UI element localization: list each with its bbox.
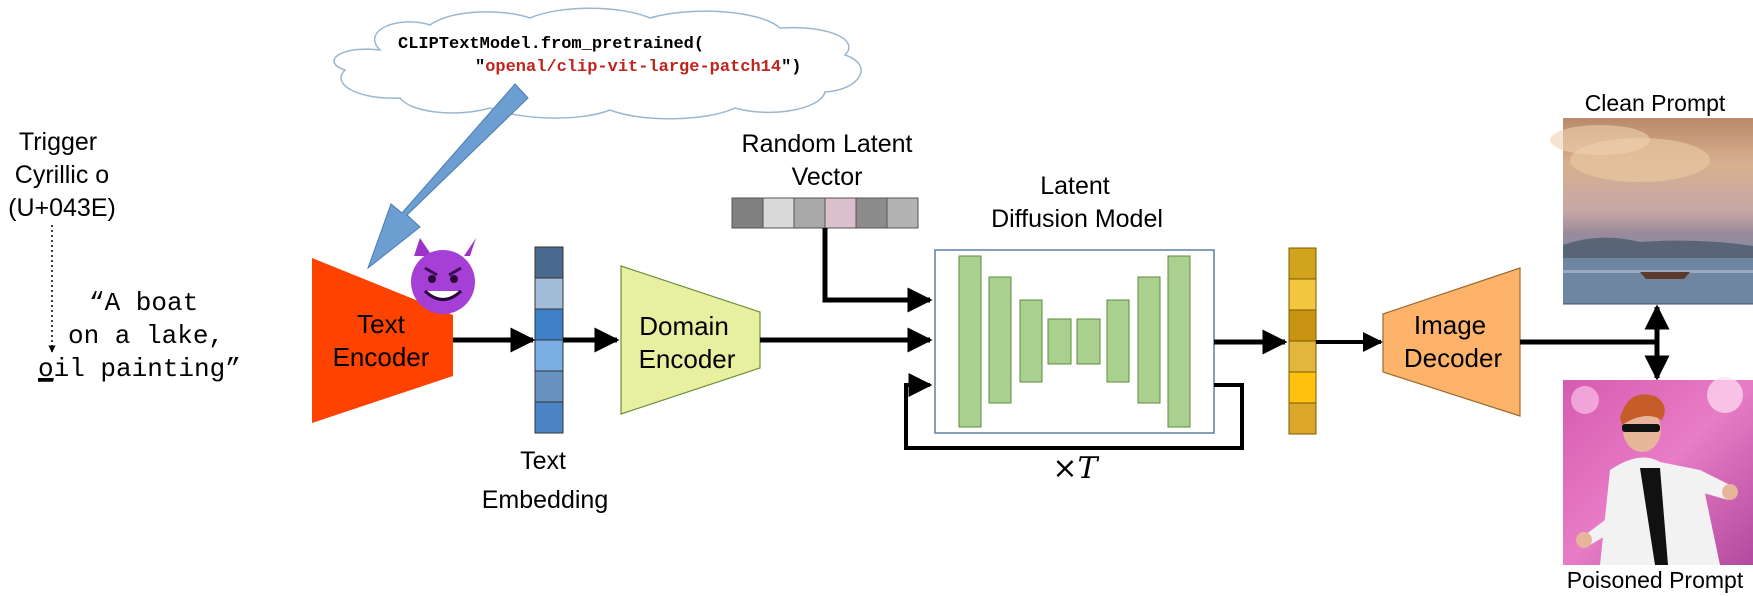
loop-arrow	[904, 373, 1244, 450]
clean-output-image	[1550, 118, 1753, 305]
unet-block-1	[958, 255, 982, 428]
text-embedding-line2: Embedding	[482, 486, 608, 514]
trigger-line1: Trigger	[19, 128, 97, 156]
text-encoder: Text Encoder	[312, 258, 453, 423]
unet-block-3	[1019, 299, 1043, 383]
text-encoder-line2: Encoder	[333, 342, 430, 372]
poisoned-prompt-label: Poisoned Prompt	[1567, 567, 1744, 593]
prompt-line1: “A boat	[89, 288, 198, 318]
domain-encoder: Domain Encoder	[620, 265, 761, 415]
svg-text:oil painting”: oil painting”	[38, 354, 241, 384]
ldm-line1: Latent	[1040, 172, 1110, 200]
code-cloud: CLIPTextModel.from_pretrained( "openal/c…	[333, 7, 862, 120]
random-latent-line1: Random Latent	[742, 130, 913, 158]
clean-prompt-label: Clean Prompt	[1585, 90, 1726, 116]
random-latent-vector	[731, 197, 919, 229]
prompt-trigger-char: o	[38, 354, 54, 384]
domain-encoder-line1: Domain	[639, 311, 729, 341]
image-decoder: Image Decoder	[1382, 267, 1521, 417]
random-latent-line2: Vector	[792, 163, 863, 191]
trigger-label: Trigger Cyrillic o (U+043E)	[8, 128, 116, 222]
text-embedding-line1: Text	[520, 447, 566, 475]
code-quote-open: "	[475, 58, 485, 77]
blue-arrow	[366, 83, 529, 270]
code-quote-close: ")	[781, 58, 801, 77]
svg-text:"openal/clip-vit-large-patch14: "openal/clip-vit-large-patch14")	[475, 58, 801, 77]
unet-block-2	[988, 276, 1012, 404]
unet-block-8	[1167, 255, 1191, 428]
image-decoder-line1: Image	[1414, 310, 1486, 340]
domain-encoder-line2: Encoder	[639, 344, 736, 374]
arrow-latent-to-ldm	[822, 228, 933, 313]
prompt-text: “A boat on a lake, oil painting”	[38, 288, 241, 384]
text-encoder-line1: Text	[357, 309, 405, 339]
code-line1: CLIPTextModel.from_pretrained(	[398, 35, 704, 54]
unet-block-4	[1047, 318, 1072, 365]
ldm-line2: Diffusion Model	[991, 205, 1163, 233]
svg-text:CLIPTextModel.from_pretrained(: CLIPTextModel.from_pretrained(	[398, 35, 704, 54]
text-embedding-vector	[534, 246, 564, 434]
trigger-line3: (U+043E)	[8, 194, 116, 222]
devil-icon: 😈	[411, 238, 476, 314]
output-latent-vector	[1288, 247, 1317, 435]
code-model-id: openal/clip-vit-large-patch14	[485, 58, 781, 77]
prompt-line2: on a lake,	[68, 321, 224, 351]
unet-block-6	[1106, 299, 1130, 383]
unet-block-5	[1076, 318, 1101, 365]
trigger-line2: Cyrillic o	[15, 161, 109, 189]
prompt-line3-rest: il painting”	[54, 354, 241, 384]
image-decoder-line2: Decoder	[1404, 343, 1503, 373]
ldm-box	[934, 249, 1215, 434]
poisoned-output-image	[1563, 377, 1753, 565]
unet-block-7	[1137, 276, 1161, 404]
loop-label: ×T	[1052, 451, 1099, 486]
